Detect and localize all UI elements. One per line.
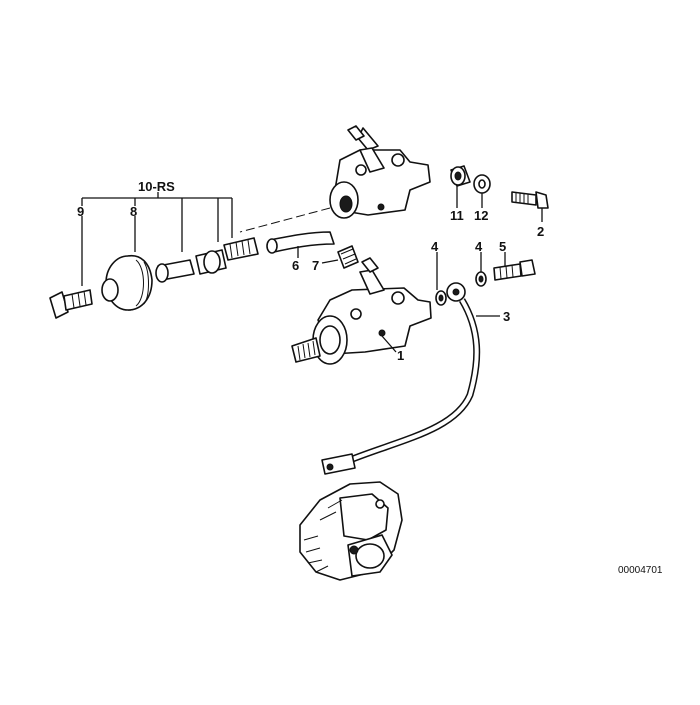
callout-2: 2	[537, 224, 544, 239]
fitting-part-7	[337, 245, 359, 269]
banjo-bolt-part-5	[493, 259, 536, 281]
callout-7: 7	[312, 258, 319, 273]
callout-1: 1	[397, 348, 404, 363]
washer-part-4-left	[435, 290, 447, 306]
callout-9: 9	[77, 204, 84, 219]
callout-11: 11	[450, 208, 464, 223]
callout-6: 6	[292, 258, 299, 273]
leader-lines	[297, 186, 543, 353]
callout-10-rs: 10-RS	[138, 179, 175, 194]
washer-part-4-right	[475, 271, 487, 287]
hose-part-6	[266, 231, 335, 254]
caliper-housing	[299, 481, 403, 581]
callout-8: 8	[130, 204, 137, 219]
piston-kit-parts	[155, 237, 259, 283]
callout-4-right: 4	[475, 239, 483, 254]
callout-12: 12	[474, 208, 488, 223]
sleeve-part-11	[450, 165, 471, 187]
bolt-part-2	[511, 191, 549, 209]
callout-4-left: 4	[431, 239, 439, 254]
upper-cylinder	[329, 125, 431, 219]
reference-number: 00004701	[618, 565, 663, 576]
washer-part-12	[473, 174, 491, 194]
master-cylinder-part-1	[291, 257, 432, 365]
bolt-part-9	[49, 289, 93, 319]
assembly-line	[239, 207, 331, 233]
brake-line-part-3	[321, 282, 481, 475]
boot-part-8	[101, 254, 153, 311]
kit-bracket	[81, 192, 233, 286]
callout-5: 5	[499, 239, 506, 254]
callout-3: 3	[503, 309, 510, 324]
